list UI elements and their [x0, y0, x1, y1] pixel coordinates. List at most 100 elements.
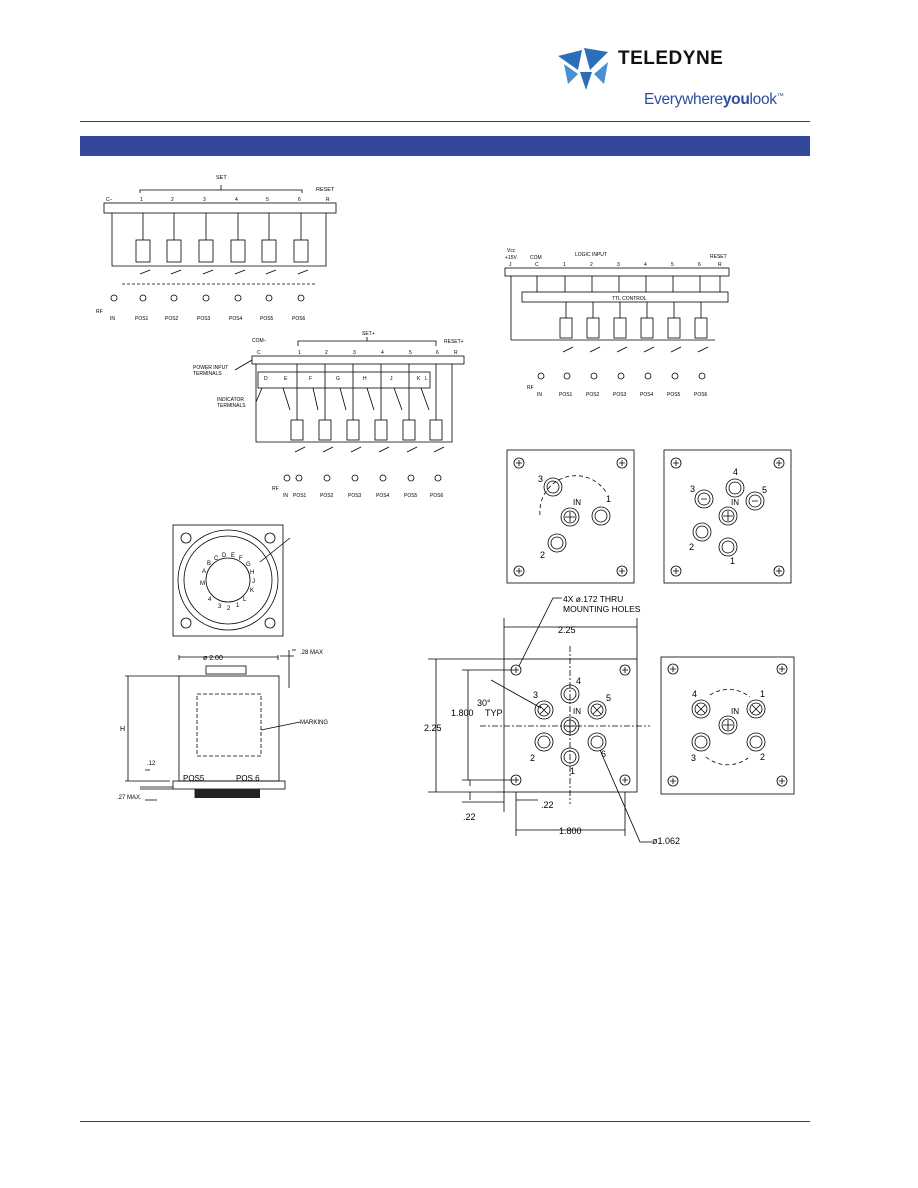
- sch-a-common-label: C−: [106, 197, 113, 203]
- svg-text:A: A: [202, 569, 206, 575]
- header-rule: [80, 121, 810, 122]
- sp6t-in: IN: [573, 707, 581, 716]
- connector-top-view: A B C D E F G H J K L M 1 2 3 4: [172, 524, 291, 637]
- typ-label: TYP: [485, 708, 503, 718]
- svg-text:4: 4: [235, 197, 238, 203]
- schematic-c: COM− SET+ RESET+ C 1 2 3 4 5 6 R POWER I…: [193, 331, 465, 499]
- sp3t-port-3: 3: [538, 474, 543, 484]
- svg-text:D: D: [264, 376, 268, 382]
- svg-text:D: D: [222, 553, 227, 559]
- svg-text:2: 2: [590, 262, 593, 268]
- sp5t-port-1: 1: [730, 556, 735, 566]
- svg-text:F: F: [309, 376, 312, 382]
- sp6t-port-2: 2: [530, 753, 535, 763]
- svg-text:2: 2: [227, 606, 231, 612]
- sch-c-indicator-terminals: D E F G H J K L: [264, 376, 428, 382]
- sch-b-in-label: IN: [537, 392, 542, 398]
- svg-text:POS3: POS3: [348, 493, 362, 499]
- outline-marking-label: MARKING: [300, 720, 328, 726]
- svg-text:L: L: [243, 597, 247, 603]
- sp3t-port-1: 1: [606, 494, 611, 504]
- svg-text:POS4: POS4: [640, 392, 654, 398]
- view-sp3t: IN 1 2 3: [506, 449, 635, 584]
- outline-max-label: .28 MAX: [300, 650, 323, 656]
- sp5t-port-4: 4: [733, 467, 738, 477]
- svg-text:POS3: POS3: [613, 392, 627, 398]
- svg-text:POS5: POS5: [667, 392, 681, 398]
- svg-text:3: 3: [353, 350, 356, 356]
- svg-text:5: 5: [409, 350, 412, 356]
- svg-text:6: 6: [698, 262, 701, 268]
- brand-tagline: Everywhereyoulook™: [644, 91, 784, 108]
- sch-c-reset-label: RESET+: [444, 339, 464, 345]
- sch-b-position-labels: POS1 POS2 POS3 POS4 POS5 POS6: [559, 392, 708, 398]
- sp4t-port-1: 1: [760, 689, 765, 699]
- sch-b-vcc-value: +15V: [505, 255, 517, 261]
- svg-text:L: L: [425, 376, 428, 382]
- svg-text:4: 4: [644, 262, 647, 268]
- sp4t-in: IN: [731, 707, 739, 716]
- dim-22-right: .22: [541, 800, 554, 810]
- sch-c-indicator-label-2: TERMINALS: [217, 403, 246, 409]
- sch-a-ports: [110, 294, 305, 302]
- svg-text:6: 6: [436, 350, 439, 356]
- sch-c-com-label: COM−: [252, 338, 267, 344]
- sch-c-position-labels: POS1 POS2 POS3 POS4 POS5 POS6: [293, 493, 444, 499]
- svg-text:C: C: [214, 556, 219, 562]
- teledyne-mark-icon: [558, 48, 608, 90]
- sp6t-port-4: 4: [576, 676, 581, 686]
- svg-text:E: E: [284, 376, 288, 382]
- sp5t-port-5: 5: [762, 485, 767, 495]
- sch-b-terminal-labels: J C 1 2 3 4 5 6 R: [509, 262, 722, 268]
- outline-pos6-label: POS.6: [236, 774, 260, 783]
- sch-a-position-labels: POS1 POS2 POS3 POS4 POS5 POS6: [135, 316, 306, 322]
- sch-c-top-terminals: C 1 2 3 4 5 6 R: [257, 350, 458, 356]
- svg-text:3: 3: [218, 604, 222, 610]
- sch-c-power-label-2: TERMINALS: [193, 371, 222, 377]
- sp6t-port-3: 3: [533, 690, 538, 700]
- svg-text:6: 6: [298, 197, 301, 203]
- svg-text:POS2: POS2: [586, 392, 600, 398]
- sp3t-port-2: 2: [540, 550, 545, 560]
- svg-text:POS1: POS1: [135, 316, 149, 322]
- sch-c-in-label: IN: [283, 493, 288, 499]
- sp6t-port-1: 1: [570, 766, 575, 776]
- svg-text:F: F: [239, 556, 243, 562]
- svg-text:POS5: POS5: [404, 493, 418, 499]
- side-outline-view: ø 2.00 .28 MAX H MARKING POS5 POS.6 .12 …: [117, 649, 328, 801]
- svg-text:J: J: [509, 262, 512, 268]
- sch-c-set-label: SET+: [362, 331, 375, 337]
- dim-225-top: 2.25: [558, 625, 576, 635]
- sch-a-rf-label: RF: [96, 309, 103, 315]
- outline-h-label: H: [120, 726, 125, 733]
- sch-b-logic-label: LOGIC INPUT: [575, 252, 607, 258]
- sp5t-in: IN: [731, 498, 739, 507]
- schematic-a: SET RESET C− 1 2 3 4 5 6 R: [96, 175, 337, 322]
- svg-text:POS1: POS1: [293, 493, 307, 499]
- sch-b-ttl-box: [521, 291, 729, 303]
- svg-text:R: R: [326, 197, 330, 203]
- angle-label: 30°: [477, 698, 491, 708]
- sch-b-ttl-label: TTL CONTROL: [612, 296, 647, 302]
- outline-dim-27: .27 MAX.: [117, 795, 142, 801]
- outline-dim-12: .12: [147, 761, 156, 767]
- svg-text:1: 1: [140, 197, 143, 203]
- view-sp6t: IN 1 2 3 4 5 6 4X ø.172 THRU MOUNTING HO…: [424, 594, 680, 846]
- svg-text:2: 2: [171, 197, 174, 203]
- svg-text:4: 4: [208, 597, 212, 603]
- svg-text:K: K: [417, 376, 421, 382]
- svg-text:C: C: [535, 262, 539, 268]
- sp6t-port-6: 6: [601, 749, 606, 759]
- svg-text:5: 5: [266, 197, 269, 203]
- svg-text:M: M: [200, 581, 205, 587]
- svg-text:1: 1: [298, 350, 301, 356]
- svg-text:3: 3: [617, 262, 620, 268]
- sp6t-port-5: 5: [606, 693, 611, 703]
- svg-text:R: R: [718, 262, 722, 268]
- svg-text:C: C: [257, 350, 261, 356]
- svg-text:H: H: [363, 376, 367, 382]
- view-sp5t: IN 1 2 3 4 5: [663, 449, 792, 584]
- outline-dia-label: ø 2.00: [203, 655, 223, 662]
- sch-a-reset-label: RESET: [316, 187, 335, 193]
